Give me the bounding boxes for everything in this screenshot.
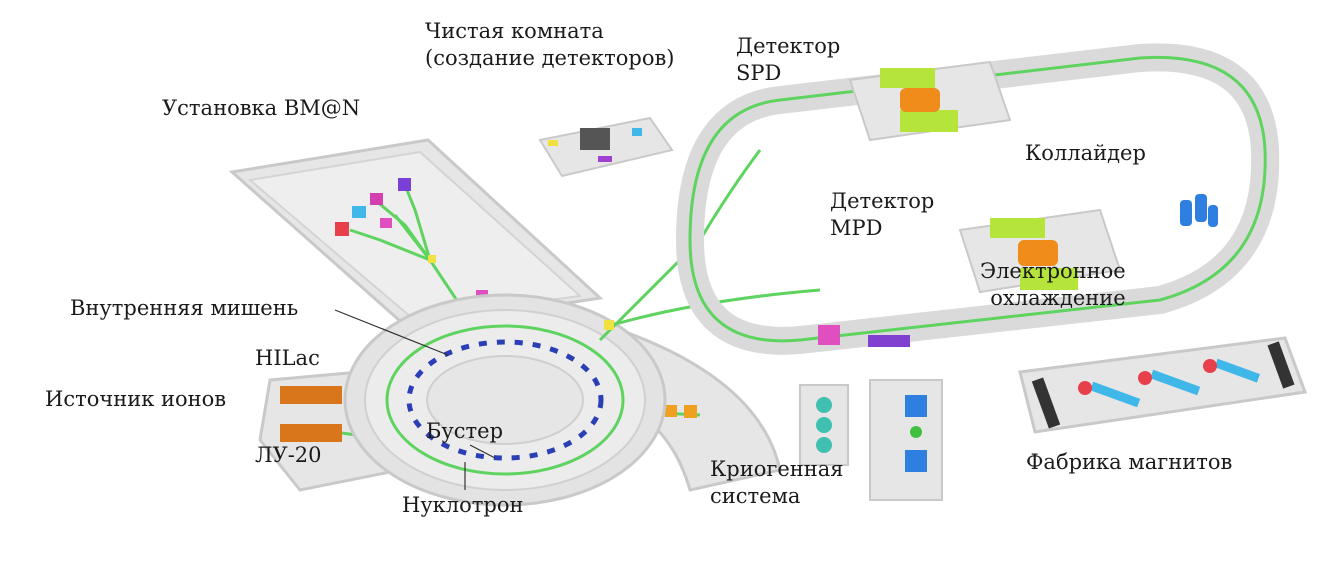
label-line: Детектор: [830, 189, 935, 213]
label-hilac: HILac: [255, 346, 320, 370]
label-clean-room: Чистая комната (создание детекторов): [425, 18, 675, 72]
lu20-linac: [280, 424, 342, 442]
label-line: Детектор: [736, 34, 841, 58]
electron-cooling-unit: [1180, 194, 1218, 227]
label-magnet-factory: Фабрика магнитов: [1026, 450, 1233, 474]
label-line: Криогенная: [710, 457, 844, 481]
spd-detector: [900, 88, 940, 112]
label-line: система: [710, 484, 801, 508]
label-mpd: Детектор MPD: [830, 188, 934, 242]
mpd-detector: [1018, 240, 1058, 266]
label-line: охлаждение: [990, 286, 1126, 310]
label-line: SPD: [736, 61, 782, 85]
label-booster: Бустер: [426, 419, 504, 443]
label-line: MPD: [830, 216, 883, 240]
label-line: Электронное: [980, 259, 1126, 283]
hilac-linac: [280, 386, 342, 404]
label-spd: Детектор SPD: [736, 33, 840, 87]
label-cryogenic: Криогенная система: [710, 456, 844, 510]
label-line: Чистая комната: [425, 19, 604, 43]
cryogenic-system: [799, 325, 943, 501]
label-nuclotron: Нуклотрон: [402, 493, 524, 517]
label-ion-source: Источник ионов: [45, 387, 227, 411]
label-bmn: Установка BM@N: [162, 96, 361, 120]
label-line: (создание детекторов): [425, 46, 675, 70]
nuclotron-ring: [385, 324, 625, 476]
label-internal-target: Внутренняя мишень: [70, 296, 299, 320]
label-collider: Коллайдер: [1025, 141, 1146, 165]
magnet-factory-platform: [1018, 336, 1308, 434]
label-lu20: ЛУ-20: [255, 443, 322, 467]
booster-ring: [406, 339, 604, 461]
label-electron-cooling: Электронное охлаждение: [980, 258, 1126, 312]
collider-ring: [688, 55, 1267, 343]
